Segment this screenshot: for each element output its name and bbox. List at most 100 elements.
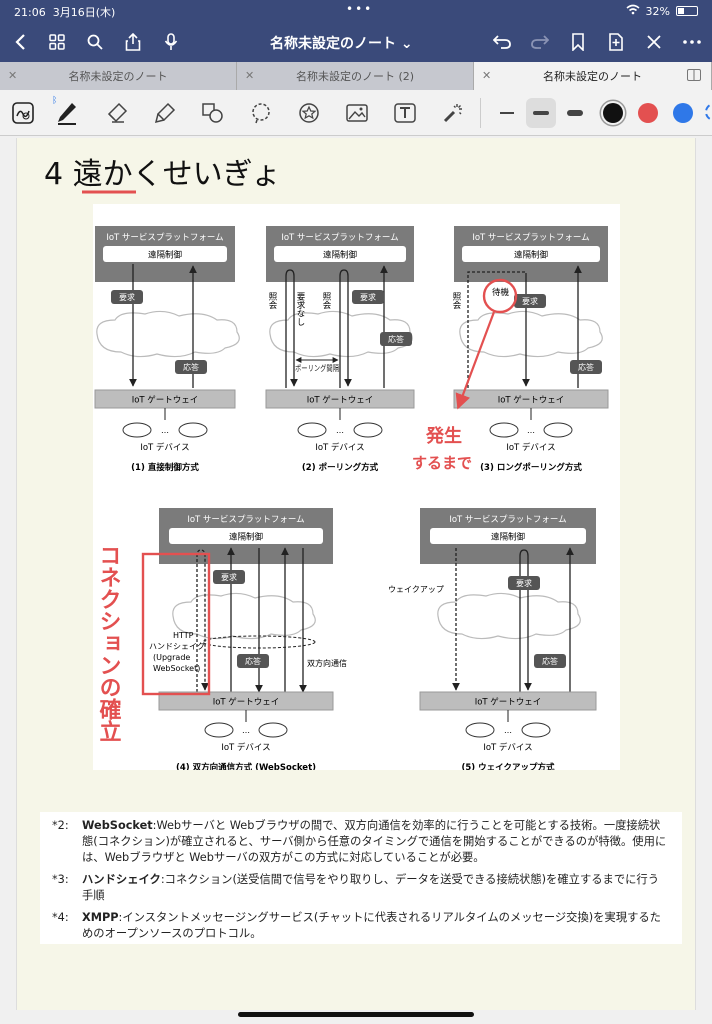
highlighter-tool-icon[interactable]	[150, 98, 180, 128]
request-label: 要求	[119, 292, 135, 302]
note-arrow-text: 発生 するまで	[412, 425, 472, 472]
platform-label: IoT サービスプラットフォーム	[106, 233, 223, 243]
back-icon[interactable]	[8, 30, 32, 54]
footnote-text: :インスタントメッセージングサービス(チャットに代表されるリアルタイムのメッセー…	[82, 911, 661, 940]
platform-label: IoT サービスプラットフォーム	[472, 233, 589, 243]
sticker-tool-icon[interactable]	[294, 98, 324, 128]
response-label: 応答	[388, 334, 404, 344]
tab-close-icon[interactable]: ✕	[482, 69, 492, 82]
note-side-text: コネクションの確立	[96, 544, 122, 742]
zoom-window-icon[interactable]	[8, 98, 38, 128]
caption-5: (5) ウェイクアップ方式	[462, 762, 555, 770]
stroke-thin[interactable]	[492, 98, 522, 128]
footnote-term: ハンドシェイク	[82, 873, 161, 886]
svg-text:…: …	[161, 426, 169, 435]
home-indicator[interactable]	[238, 1012, 474, 1017]
footnote-2: *2: WebSocket:Webサーバと Webブラウザの間で、双方向通信を効…	[52, 818, 670, 866]
response-label: 応答	[245, 656, 261, 666]
search-icon[interactable]	[83, 30, 107, 54]
close-edit-icon[interactable]	[642, 30, 666, 54]
eraser-tool-icon[interactable]	[102, 98, 132, 128]
remote-label: 遠隔制御	[323, 250, 357, 261]
redo-icon[interactable]	[528, 30, 552, 54]
request-label: 要求	[516, 578, 532, 588]
image-tool-icon[interactable]	[342, 98, 372, 128]
note-title[interactable]: 名称未設定のノート ⌄	[270, 36, 413, 52]
caption-1: (1) 直接制御方式	[131, 462, 199, 473]
footnote-marker: *3:	[52, 873, 69, 886]
caption-2: (2) ポーリング方式	[302, 462, 379, 473]
circled-wait-annotation	[482, 278, 518, 314]
footnote-text: :コネクション(送受信間で信号をやり取りし、データを送受できる接続状態)を確立す…	[82, 873, 660, 902]
color-swatch-black[interactable]	[603, 103, 623, 123]
tab-close-icon[interactable]: ✕	[8, 69, 18, 82]
pen-tool-icon[interactable]	[52, 98, 82, 128]
gateway-label: IoT ゲートウェイ	[307, 395, 374, 406]
caption-4: (4) 双方向通信方式 (WebSocket)	[176, 762, 316, 770]
query-label: 照会	[267, 292, 277, 310]
tab-note-2[interactable]: ✕ 名称未設定のノート (2)	[237, 62, 474, 90]
bookmark-icon[interactable]	[566, 30, 590, 54]
status-bar: 21:06 3月16日(木) ••• 32%	[0, 0, 712, 22]
gateway-label: IoT ゲートウェイ	[475, 697, 542, 708]
color-swatch-blue[interactable]	[673, 103, 693, 123]
stroke-medium[interactable]	[526, 98, 556, 128]
diagram-long-polling: IoT サービスプラットフォーム 遠隔制御 照会 待機 要求 応答 IoT ゲー…	[451, 226, 609, 473]
shape-tool-icon[interactable]	[198, 98, 228, 128]
share-icon[interactable]	[121, 30, 145, 54]
device-label: IoT デバイス	[221, 742, 270, 753]
response-label: 応答	[578, 362, 594, 372]
request-label: 要求	[221, 572, 237, 582]
query-label: 照会	[451, 292, 461, 310]
footnote-term: XMPP	[82, 911, 119, 924]
device-label: IoT デバイス	[140, 442, 189, 453]
response-label: 応答	[542, 656, 558, 666]
handwritten-title-text: 4 遠かくせいぎょ	[44, 157, 281, 192]
remote-label: 遠隔制御	[148, 250, 182, 261]
microphone-icon[interactable]	[159, 30, 183, 54]
lasso-tool-icon[interactable]	[246, 98, 276, 128]
tab-note-1[interactable]: ✕ 名称未設定のノート	[0, 62, 237, 90]
stroke-thick[interactable]	[560, 98, 590, 128]
footnote-marker: *4:	[52, 911, 69, 924]
footnote-4: *4: XMPP:インスタントメッセージングサービス(チャットに代表されるリアル…	[52, 910, 670, 942]
split-view-icon[interactable]	[687, 69, 701, 84]
handwritten-title: 4 遠かくせいぎょ	[44, 157, 281, 194]
svg-text:…: …	[527, 426, 535, 435]
footnote-marker: *2:	[52, 819, 69, 832]
undo-icon[interactable]	[490, 30, 514, 54]
device-label: IoT デバイス	[483, 742, 532, 753]
iot-control-diagram: IoT サービスプラットフォーム 遠隔制御 要求 応答 IoT ゲートウェイ ……	[93, 204, 620, 770]
platform-label: IoT サービスプラットフォーム	[449, 515, 566, 525]
more-icon[interactable]	[680, 30, 704, 54]
caption-3: (3) ロングポーリング方式	[480, 462, 582, 473]
svg-text:…: …	[242, 726, 250, 735]
device-label: IoT デバイス	[506, 442, 555, 453]
nav-bar: 名称未設定のノート ⌄	[0, 22, 712, 62]
status-right: 32%	[626, 4, 698, 18]
color-swatch-more[interactable]	[705, 103, 712, 121]
platform-label: IoT サービスプラットフォーム	[187, 515, 304, 525]
wifi-icon	[626, 4, 640, 18]
text-tool-icon[interactable]	[390, 98, 420, 128]
request-label: 要求	[522, 296, 538, 306]
add-page-icon[interactable]	[604, 30, 628, 54]
wakeup-label: ウェイクアップ	[388, 585, 444, 594]
drawing-toolbar: ᛒ	[0, 90, 712, 136]
tab-note-3[interactable]: ✕ 名称未設定のノート	[474, 62, 712, 90]
device-label: IoT デバイス	[315, 442, 364, 453]
footnotes: *2: WebSocket:Webサーバと Webブラウザの間で、双方向通信を効…	[40, 812, 682, 944]
bluetooth-icon: ᛒ	[52, 96, 58, 106]
battery-icon	[676, 6, 698, 16]
no-request-label: 要求なし	[295, 292, 305, 326]
status-time: 21:06 3月16日(木)	[14, 6, 116, 19]
color-swatch-red[interactable]	[638, 103, 658, 123]
footnote-term: WebSocket	[82, 819, 153, 832]
remote-label: 遠隔制御	[514, 250, 548, 261]
tab-label: 名称未設定のノート	[68, 70, 168, 83]
diagram-wakeup: IoT サービスプラットフォーム 遠隔制御 ウェイクアップ 要求 応答 IoT …	[388, 508, 597, 770]
tab-close-icon[interactable]: ✕	[245, 69, 255, 82]
laser-pointer-icon[interactable]	[438, 98, 468, 128]
grid-icon[interactable]	[45, 30, 69, 54]
multitask-dots[interactable]: •••	[346, 2, 374, 16]
